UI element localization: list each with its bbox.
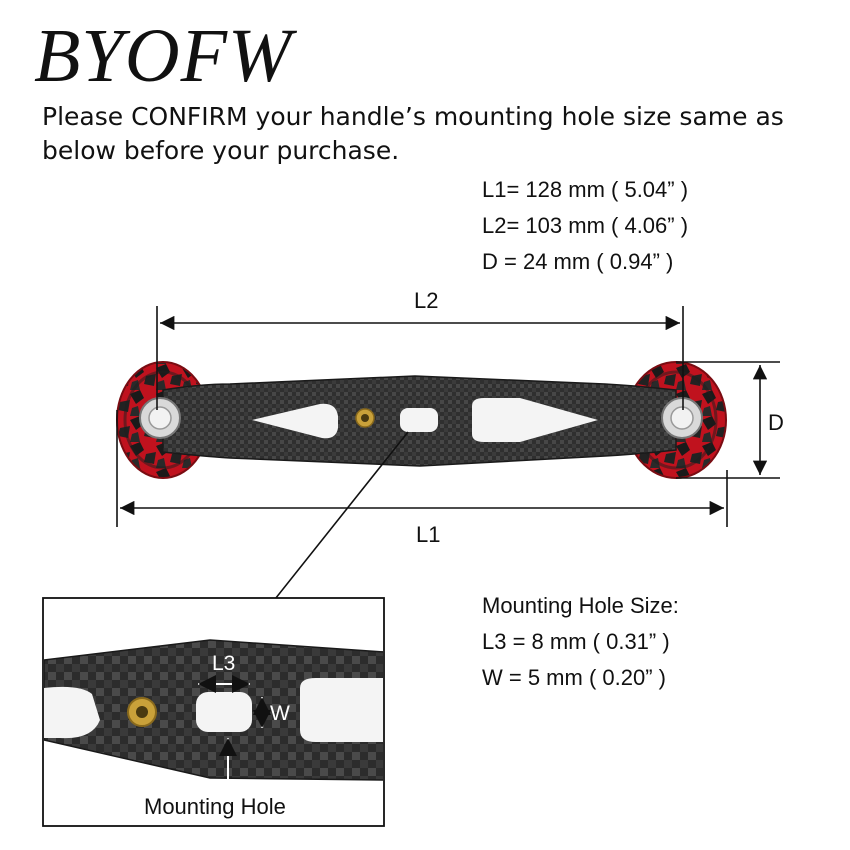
mounting-hole-dimensions: Mounting Hole Size: L3 = 8 mm ( 0.31” ) … [482, 588, 679, 696]
l3-label: L3 [212, 652, 236, 675]
brand-logo: BYOFW [34, 14, 293, 98]
right-cutout [472, 398, 598, 442]
mounting-hole [400, 408, 438, 432]
left-knob-cap [139, 397, 181, 439]
l2-dimension [156, 306, 684, 410]
left-cutout [252, 403, 338, 439]
hole-spec-title: Mounting Hole Size: [482, 593, 679, 618]
d-dimension [676, 361, 780, 479]
spec-l1: L1= 128 mm ( 5.04” ) [482, 177, 689, 202]
spec-l2: L2= 103 mm ( 4.06” ) [482, 213, 689, 238]
purchase-notice: Please CONFIRM your handle’s mounting ho… [42, 102, 784, 165]
inset-mounting-hole [196, 692, 252, 732]
hole-spec-w: W = 5 mm ( 0.20” ) [482, 665, 666, 690]
handle-dimensions: L1= 128 mm ( 5.04” ) L2= 103 mm ( 4.06” … [482, 172, 688, 280]
hole-spec-l3: L3 = 8 mm ( 0.31” ) [482, 629, 670, 654]
pointer-arrow [251, 431, 409, 629]
l2-label: L2 [414, 288, 439, 313]
mounting-hole-caption: Mounting Hole [144, 794, 286, 820]
d-label: D [768, 410, 784, 435]
brass-nut [355, 408, 375, 428]
l1-label: L1 [416, 522, 441, 547]
inset-panel [42, 597, 385, 827]
inset-right-cutout [300, 678, 383, 742]
inset-left-cutout [44, 686, 100, 739]
w-label: W [270, 702, 290, 725]
right-knob-cap [661, 397, 703, 439]
spec-d: D = 24 mm ( 0.94” ) [482, 249, 674, 274]
inset-brass-nut [127, 697, 157, 727]
l1-dimension [116, 410, 728, 527]
